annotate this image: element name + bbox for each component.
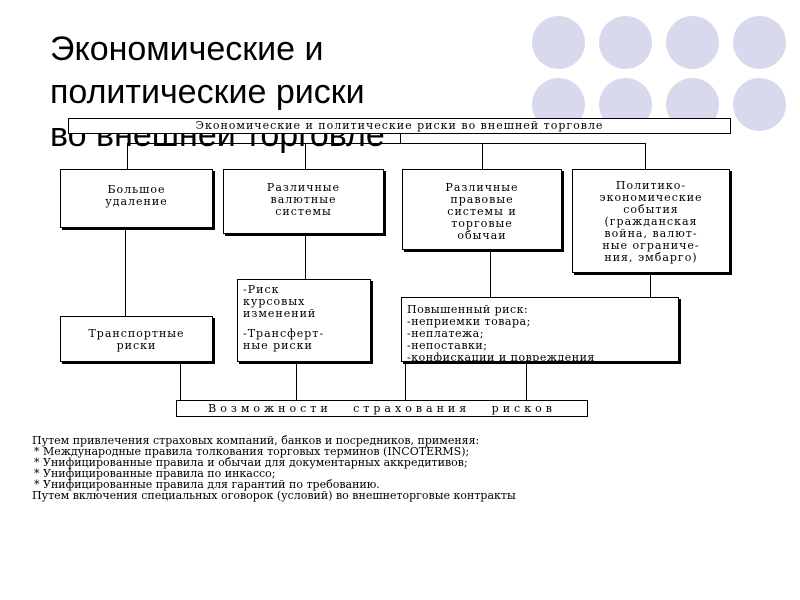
box-exchange-line-1: -Риск [243,283,280,296]
decor-circle-8 [733,78,786,131]
box-increased-line-2: -неприемки товара; [407,315,531,328]
box-politics-line-6: ные ограниче- [602,239,700,252]
notes-line-1: Путем привлечения страховых компаний, ба… [32,434,480,447]
connector-increased-bottom-1 [405,362,406,400]
decor-circle-4 [733,16,786,69]
connector-to-politics [645,143,646,169]
connector-currency-exchange [305,234,306,279]
box-transport-line-1: Транспортные [88,327,185,340]
box-insurance-label: Возможности страхования рисков [208,402,556,415]
slide-title: Экономические и политические риски во вн… [50,28,520,157]
box-politics-line-2: экономические [599,191,703,204]
box-increased-line-1: Повышенный риск: [407,303,529,316]
connector-exchange-bottom [296,362,297,400]
box-legal-line-1: Различные [445,181,519,194]
box-increased-line-5: -конфискации и повреждения [407,351,595,364]
box-distance-line-1: Большое [107,183,166,196]
box-legal-line-3: системы и [447,205,517,218]
decor-circle-2 [599,16,652,69]
connector-top-horizontal [127,143,645,144]
connector-to-legal [482,143,483,169]
box-politics-line-4: (гражданская [604,215,698,228]
slide-title-line-1: Экономические и политические риски [50,30,365,111]
box-currency-line-1: Различные [266,181,341,194]
notes-item-3: * Унифицированные правила по инкассо; [34,467,276,480]
connector-politics-increased [650,273,651,297]
notes-line-2: Путем включения специальных оговорок (ус… [32,489,516,502]
box-legal-line-5: обычаи [457,229,507,242]
connector-to-distance [127,143,128,169]
notes-item-1: * Международные правила толкования торго… [34,445,470,458]
box-politics-line-7: ния, эмбарго) [604,251,698,264]
box-currency-line-2: валютные [270,193,337,206]
notes-item-4: * Унифицированные правила для гарантий п… [34,478,380,491]
box-currency-line-3: системы [275,205,332,218]
box-exchange-line-3: изменений [243,307,317,320]
connector-transport-bottom [180,362,181,400]
notes-block: Путем привлечения страховых компаний, ба… [32,435,772,501]
decor-circle-3 [666,16,719,69]
connector-distance-transport [125,228,126,316]
box-politics-line-5: война, валют- [604,227,698,240]
box-exchange-line-5: ные риски [243,339,313,352]
box-transport-line-2: риски [116,339,157,352]
connector-increased-bottom-2 [526,362,527,400]
box-exchange-risks: -Риск курсовых изменений -Трансферт- ные… [237,279,371,362]
box-insurance-possibilities: Возможности страхования рисков [176,400,588,417]
connector-legal-increased [490,250,491,297]
box-legal-line-4: торговые [451,217,513,230]
box-legal-line-2: правовые [450,193,514,206]
notes-item-2: * Унифицированные правила и обычаи для д… [34,456,468,469]
connector-to-currency [305,143,306,169]
box-exchange-line-2: курсовых [243,295,306,308]
box-politics-line-3: события [623,203,679,216]
diagram-top-box: Экономические и политические риски во вн… [68,118,731,134]
box-distance-line-2: удаление [105,195,168,208]
box-increased-line-3: -неплатежа; [407,327,484,340]
box-legal-systems: Различные правовые системы и торговые об… [402,169,562,250]
diagram-top-label: Экономические и политические риски во вн… [195,119,604,132]
connector-top-down [400,133,401,143]
box-currency-systems: Различные валютные системы [223,169,384,234]
decor-circle-1 [532,16,585,69]
box-increased-risk: Повышенный риск: -неприемки товара; -неп… [401,297,679,364]
box-increased-line-4: -непоставки; [407,339,488,352]
box-distance: Большое удаление [60,169,213,228]
box-transport-risks: Транспортные риски [60,316,213,362]
box-political-events: Политико- экономические события (граждан… [572,169,730,273]
box-exchange-line-4: -Трансферт- [243,327,325,340]
box-politics-line-1: Политико- [615,179,687,192]
